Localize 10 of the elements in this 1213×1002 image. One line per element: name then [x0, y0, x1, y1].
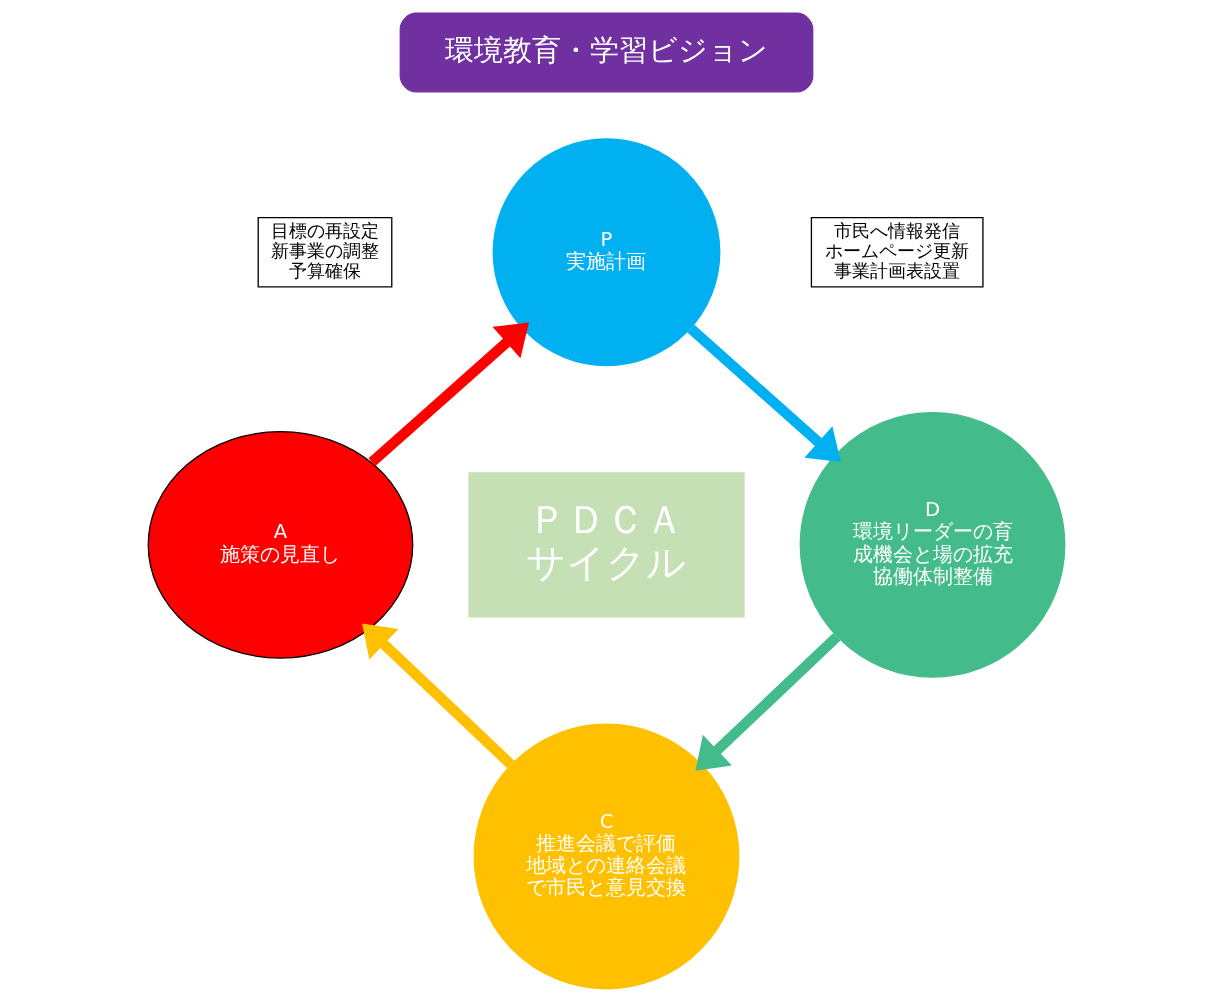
arrow [362, 623, 515, 769]
arrow [687, 324, 841, 462]
node-box: 市民へ情報発信 ホームページ更新 事業計画表設置 [810, 216, 984, 288]
arrow [695, 633, 841, 771]
arrow [368, 322, 529, 467]
node-box: ＰＤＣＡ サイクル [468, 472, 745, 618]
node-circle: D 環境リーダーの育成機会と場の拡充 協働体制整備 [799, 411, 1066, 678]
node-circle: C 推進会議で評価 地域との連絡会議で市民と意見交換 [473, 723, 740, 990]
node-box: 目標の再設定 新事業の調整 予算確保 [257, 216, 393, 288]
node-box: 環境教育・学習ビジョン [399, 12, 814, 93]
